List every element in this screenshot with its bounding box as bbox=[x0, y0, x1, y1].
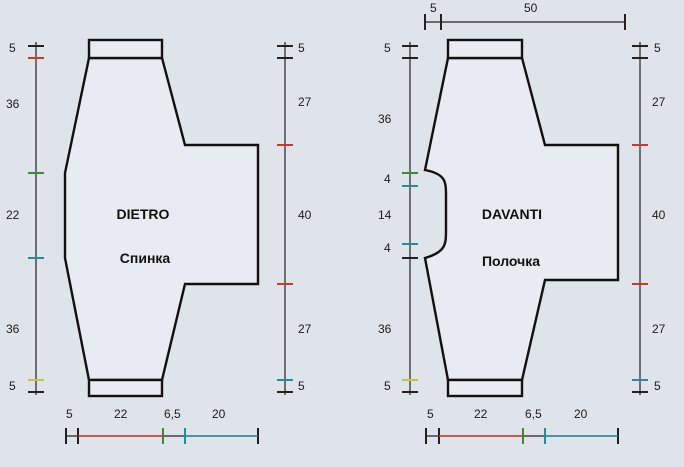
back-garment-outline bbox=[63, 56, 260, 382]
front-top-dim-label: 50 bbox=[524, 1, 538, 15]
back-left-dim-label: 36 bbox=[6, 97, 20, 111]
front-left-dim-label: 36 bbox=[378, 112, 392, 126]
back-right-dim-label: 27 bbox=[298, 95, 312, 109]
back-left-dim-label: 22 bbox=[6, 208, 20, 222]
front-bottom-dim-label: 6,5 bbox=[525, 407, 542, 421]
front-panel-subtitle: Полочка bbox=[482, 253, 540, 269]
back-panel: 5 36 22 36 5 DIETRO Спинка 5 27 40 27 5 … bbox=[6, 38, 312, 444]
front-right-dim-label: 40 bbox=[652, 208, 666, 222]
front-bottom-dim-label: 20 bbox=[574, 407, 588, 421]
front-panel-title: DAVANTI bbox=[482, 206, 542, 222]
front-left-dim-label: 5 bbox=[384, 379, 391, 393]
front-right-dim-label: 27 bbox=[652, 322, 666, 336]
back-bottom-band bbox=[87, 378, 164, 398]
front-bottom-dim-label: 5 bbox=[427, 407, 434, 421]
back-right-dim-label: 40 bbox=[298, 208, 312, 222]
front-right-dim-label: 27 bbox=[652, 95, 666, 109]
front-bottom-band bbox=[446, 378, 524, 398]
back-bottom-dim-label: 6,5 bbox=[164, 407, 181, 421]
front-left-dim-label: 36 bbox=[378, 322, 392, 336]
front-panel: 5 50 5 36 4 14 4 36 5 DAVANTI Полочка 5 bbox=[378, 1, 666, 444]
back-top-band bbox=[87, 38, 164, 60]
back-panel-subtitle: Спинка bbox=[120, 250, 171, 266]
back-left-dim-label: 36 bbox=[6, 322, 20, 336]
back-left-dim-label: 5 bbox=[9, 41, 16, 55]
front-left-dim-label: 4 bbox=[384, 172, 391, 186]
back-bottom-dim-label: 5 bbox=[66, 407, 73, 421]
front-left-dim-label: 5 bbox=[384, 41, 391, 55]
back-right-dim-label: 5 bbox=[298, 41, 305, 55]
front-top-dim-label: 5 bbox=[430, 1, 437, 15]
front-left-dim-label: 14 bbox=[378, 208, 392, 222]
back-right-dim-label: 27 bbox=[298, 322, 312, 336]
front-left-dim-label: 4 bbox=[384, 241, 391, 255]
front-top-band bbox=[446, 38, 524, 60]
back-panel-title: DIETRO bbox=[117, 206, 170, 222]
front-right-dim-label: 5 bbox=[654, 41, 661, 55]
back-left-dim-label: 5 bbox=[9, 379, 16, 393]
front-garment-outline bbox=[423, 56, 620, 382]
front-right-dim-label: 5 bbox=[654, 379, 661, 393]
back-bottom-dim-label: 22 bbox=[114, 407, 128, 421]
back-right-dim-label: 5 bbox=[298, 379, 305, 393]
front-bottom-dim-label: 22 bbox=[474, 407, 488, 421]
back-bottom-dim-label: 20 bbox=[212, 407, 226, 421]
